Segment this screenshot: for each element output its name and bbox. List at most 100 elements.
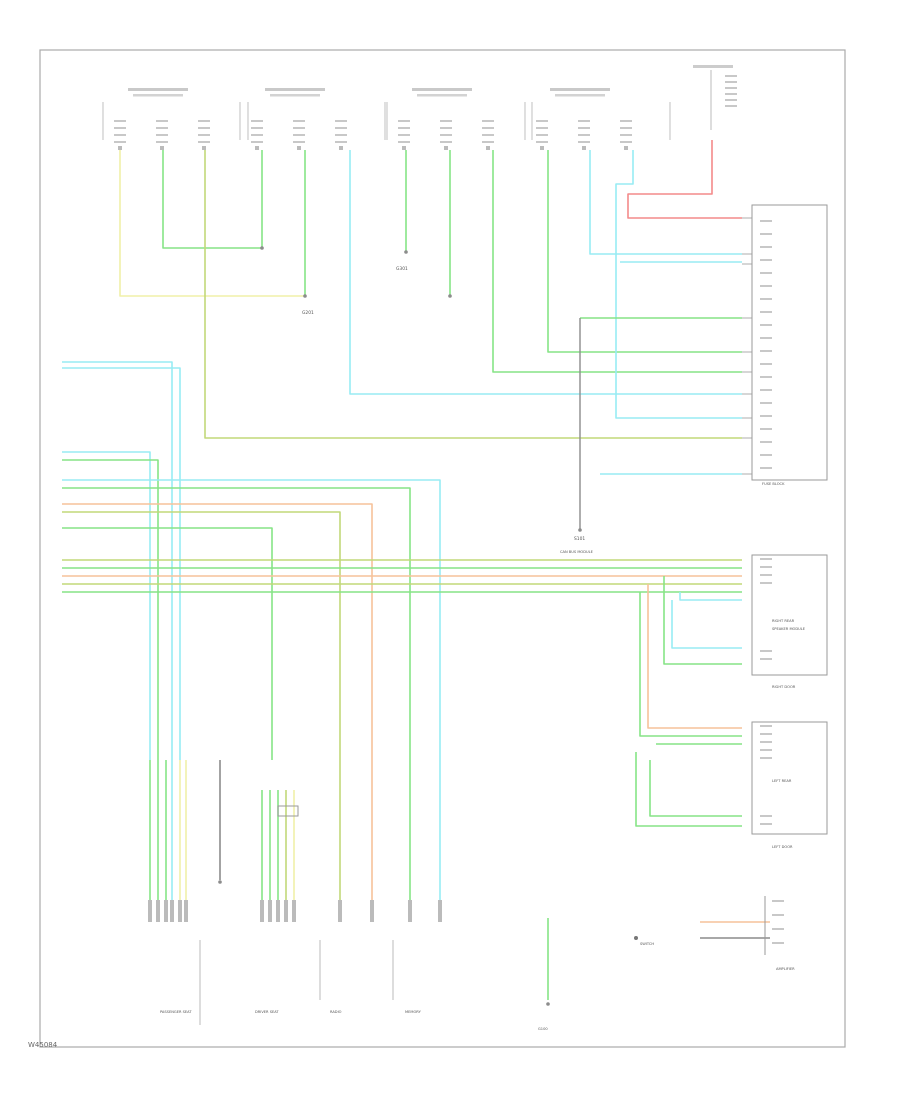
wire-olive-long	[204, 150, 742, 439]
wire-olive-radio	[62, 511, 341, 900]
lr-pin-label	[760, 815, 772, 817]
fuse-pin-label	[760, 389, 772, 391]
rr-pin-label	[760, 558, 772, 560]
pin-terminal	[339, 146, 343, 150]
radio-pin	[338, 900, 342, 922]
pin-stack	[398, 134, 410, 136]
lr-pin-label	[760, 733, 772, 735]
pin-stack	[482, 127, 494, 129]
connector-subtitle	[270, 94, 320, 97]
fuse-pin-label	[760, 454, 772, 456]
pin-stack	[156, 127, 168, 129]
splice-s101	[578, 528, 582, 532]
pin-stack	[482, 141, 494, 143]
fuse-pin-label	[760, 311, 772, 313]
splice-dot-green	[260, 246, 264, 250]
pin-stack	[536, 127, 548, 129]
pin-stack	[335, 127, 347, 129]
pin-terminal	[402, 146, 406, 150]
fuse-pin-label	[760, 324, 772, 326]
wire-red-power	[627, 140, 742, 219]
fuse-block-module	[751, 204, 828, 481]
pin-terminal	[486, 146, 490, 150]
wires-layer	[62, 140, 770, 1000]
fuse-pin-label	[760, 246, 772, 248]
pin-stack	[440, 141, 452, 143]
pin-stack	[398, 141, 410, 143]
pin-stack	[536, 134, 548, 136]
connector-subtitle	[133, 94, 183, 97]
pin-stack	[114, 127, 126, 129]
wire-green-right	[547, 150, 742, 353]
wire-cyan-rr-2	[671, 600, 742, 649]
pin-stack	[198, 127, 210, 129]
passenger-pin	[184, 900, 188, 922]
lr-pin-label	[760, 823, 772, 825]
label-splice: S101	[574, 536, 585, 542]
wire-cyan-long	[349, 150, 742, 395]
driver-pin	[260, 900, 264, 922]
label-ground-a: G201	[302, 310, 314, 316]
ground-amp	[546, 1002, 550, 1006]
label-passenger-seat: PASSENGER SEAT	[160, 1010, 192, 1014]
wire-green-mid	[492, 150, 742, 373]
pin-stack	[335, 141, 347, 143]
connector-subtitle	[417, 94, 467, 97]
pin-stack	[620, 120, 632, 122]
pin-terminal	[255, 146, 259, 150]
pin-stack	[578, 134, 590, 136]
pin-stack	[620, 127, 632, 129]
pin-stack	[620, 134, 632, 136]
wire-cyan-left-1	[62, 361, 173, 760]
fuse-note	[725, 99, 737, 101]
wire-cyan-left-3	[62, 451, 151, 760]
pin-stack	[335, 120, 347, 122]
connector-subtitle	[555, 94, 605, 97]
amp-pin-label	[772, 928, 784, 930]
fuse-pin-label	[760, 285, 772, 287]
fuse-pin-label	[760, 402, 772, 404]
pin-stack	[198, 120, 210, 122]
splice-dot-short	[448, 294, 452, 298]
pin-stack	[156, 120, 168, 122]
wire-orange-lr	[647, 584, 742, 729]
wire-cyan-rr	[679, 592, 742, 601]
pin-stack	[536, 141, 548, 143]
pin-terminal	[444, 146, 448, 150]
connector-title	[412, 88, 472, 91]
passenger-pin	[148, 900, 152, 922]
amp-pin-label	[772, 914, 784, 916]
passenger-pin	[156, 900, 160, 922]
fuse-pin-label	[760, 259, 772, 261]
label-amplifier: AMPLIFIER	[776, 967, 795, 971]
pin-stack	[198, 141, 210, 143]
label-bus-module: CAN BUS MODULE	[560, 550, 594, 554]
lr-pin-label	[760, 741, 772, 743]
pin-stack	[293, 127, 305, 129]
amp-indicator	[634, 936, 638, 940]
fuse-pin-label	[760, 363, 772, 365]
right-rear-module	[751, 554, 828, 676]
label-radio: RADIO	[330, 1010, 342, 1014]
pin-stack	[293, 120, 305, 122]
label-left-rear: LEFT REAR	[772, 779, 792, 783]
ground-g301	[404, 250, 408, 254]
pin-terminal	[202, 146, 206, 150]
pin-stack	[536, 120, 548, 122]
pin-stack	[293, 134, 305, 136]
pin-stack	[440, 134, 452, 136]
driver-pin	[268, 900, 272, 922]
fuse-note	[725, 81, 737, 83]
label-switch: SWITCH	[640, 942, 654, 946]
fuse-pin-label	[760, 337, 772, 339]
radio-pin	[408, 900, 412, 922]
wire-green-left-1	[62, 459, 159, 760]
amp-pin-label	[772, 900, 784, 902]
labels-layer: G201 G301 S101 CAN BUS MODULE FUSE BLOCK…	[160, 266, 806, 1031]
fuse-note	[725, 93, 737, 95]
pin-stack	[251, 134, 263, 136]
pin-stack	[156, 141, 168, 143]
pin-stack	[251, 127, 263, 129]
pin-terminal	[160, 146, 164, 150]
